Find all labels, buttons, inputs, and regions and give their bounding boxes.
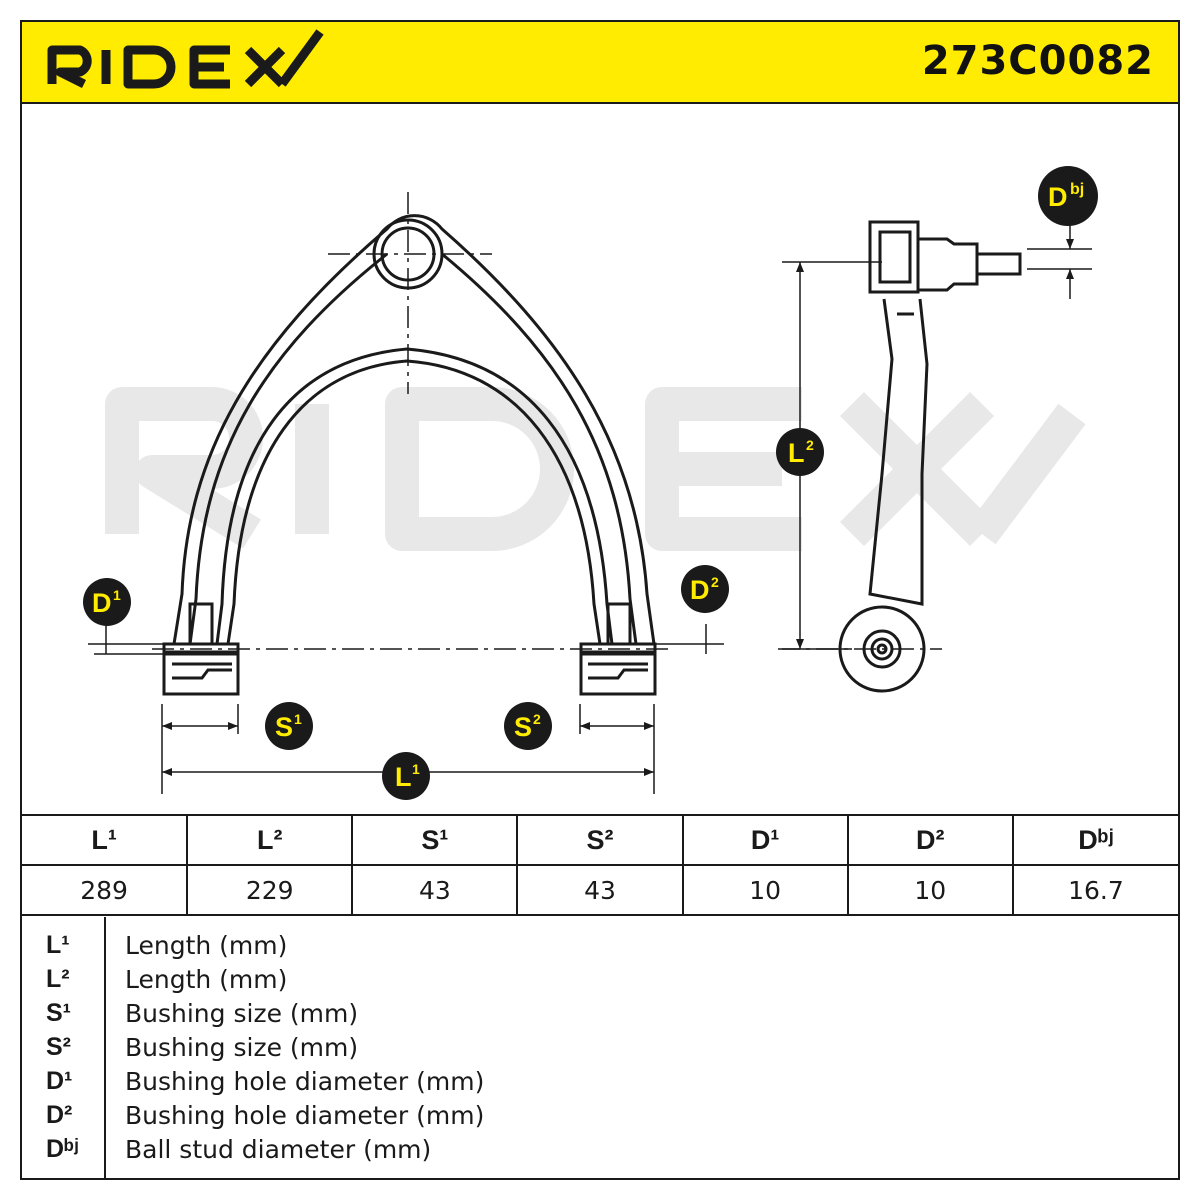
- table-cell: 43: [351, 864, 519, 916]
- table-cell: 10: [681, 864, 849, 916]
- table-header: S¹: [351, 814, 519, 866]
- svg-text:D: D: [690, 575, 710, 605]
- technical-drawing: L 1 S 1 S 2 D 1 D 2 L 2 D: [83, 166, 1098, 800]
- callout-d2: D 2: [681, 565, 729, 613]
- legend-symbol: L¹: [46, 931, 70, 959]
- callout-s2: S 2: [504, 702, 552, 750]
- table-header: S²: [516, 814, 684, 866]
- table-header-row: L¹ L² S¹ S² D¹ D² Dᵇʲ: [22, 814, 1178, 866]
- dimension-arrows: [162, 239, 1074, 776]
- svg-text:2: 2: [533, 711, 541, 727]
- svg-text:L: L: [395, 762, 412, 792]
- legend-symbol: D¹: [46, 1067, 73, 1095]
- legend-description: Length (mm): [125, 931, 288, 960]
- table-cell: 43: [516, 864, 684, 916]
- legend-description: Ball stud diameter (mm): [125, 1135, 432, 1164]
- table-cell: 10: [846, 864, 1014, 916]
- svg-text:1: 1: [412, 761, 420, 777]
- legend-item: D¹ Bushing hole diameter (mm): [22, 1067, 1178, 1101]
- legend-description: Bushing size (mm): [125, 1033, 359, 1062]
- ridex-logo: [47, 29, 324, 89]
- part-number: 273C0082: [921, 38, 1154, 84]
- svg-text:L: L: [788, 438, 805, 468]
- legend-description: Bushing size (mm): [125, 999, 359, 1028]
- callout-l2: L 2: [776, 428, 824, 476]
- legend-item: S¹ Bushing size (mm): [22, 999, 1178, 1033]
- callout-d1: D 1: [83, 578, 131, 626]
- svg-text:S: S: [275, 712, 293, 742]
- svg-text:1: 1: [113, 587, 121, 603]
- ridex-watermark: [105, 387, 1086, 551]
- table-header: D²: [846, 814, 1014, 866]
- legend-description: Length (mm): [125, 965, 288, 994]
- callout-dbj: D bj: [1038, 166, 1098, 226]
- table-header: D¹: [681, 814, 849, 866]
- svg-text:D: D: [92, 588, 112, 618]
- centre-lines: [152, 192, 672, 650]
- callout-l1: L 1: [382, 752, 430, 800]
- legend-item: S² Bushing size (mm): [22, 1033, 1178, 1067]
- table-cell: 229: [186, 864, 354, 916]
- legend-symbol: S¹: [46, 999, 71, 1027]
- table-cell: 16.7: [1011, 864, 1178, 916]
- legend-item: L² Length (mm): [22, 965, 1178, 999]
- legend-description: Bushing hole diameter (mm): [125, 1101, 485, 1130]
- legend-divider: [104, 917, 106, 1178]
- legend-symbol: L²: [46, 965, 70, 993]
- table-row: 289 229 43 43 10 10 16.7: [22, 864, 1178, 916]
- dimension-lines: [88, 222, 1092, 794]
- header-bar: 273C0082: [22, 22, 1178, 104]
- svg-text:S: S: [514, 712, 532, 742]
- legend-description: Bushing hole diameter (mm): [125, 1067, 485, 1096]
- spec-sheet: 273C0082: [20, 20, 1180, 1180]
- svg-text:D: D: [1048, 182, 1068, 212]
- svg-text:2: 2: [806, 437, 814, 453]
- legend-symbol: S²: [46, 1033, 71, 1061]
- callout-s1: S 1: [265, 702, 313, 750]
- legend: L¹ Length (mm) L² Length (mm) S¹ Bushing…: [22, 917, 1178, 1178]
- table-header: Dᵇʲ: [1011, 814, 1178, 866]
- dimension-table: L¹ L² S¹ S² D¹ D² Dᵇʲ 289 229 43 43 10 1…: [22, 814, 1178, 916]
- legend-item: L¹ Length (mm): [22, 931, 1178, 965]
- legend-symbol: Dᵇʲ: [46, 1135, 79, 1163]
- table-header: L²: [186, 814, 354, 866]
- svg-text:bj: bj: [1070, 181, 1084, 198]
- table-header: L¹: [22, 814, 189, 866]
- table-cell: 289: [22, 864, 189, 916]
- svg-text:2: 2: [711, 574, 719, 590]
- svg-text:1: 1: [294, 711, 302, 727]
- legend-item: Dᵇʲ Ball stud diameter (mm): [22, 1135, 1178, 1169]
- legend-symbol: D²: [46, 1101, 73, 1129]
- legend-item: D² Bushing hole diameter (mm): [22, 1101, 1178, 1135]
